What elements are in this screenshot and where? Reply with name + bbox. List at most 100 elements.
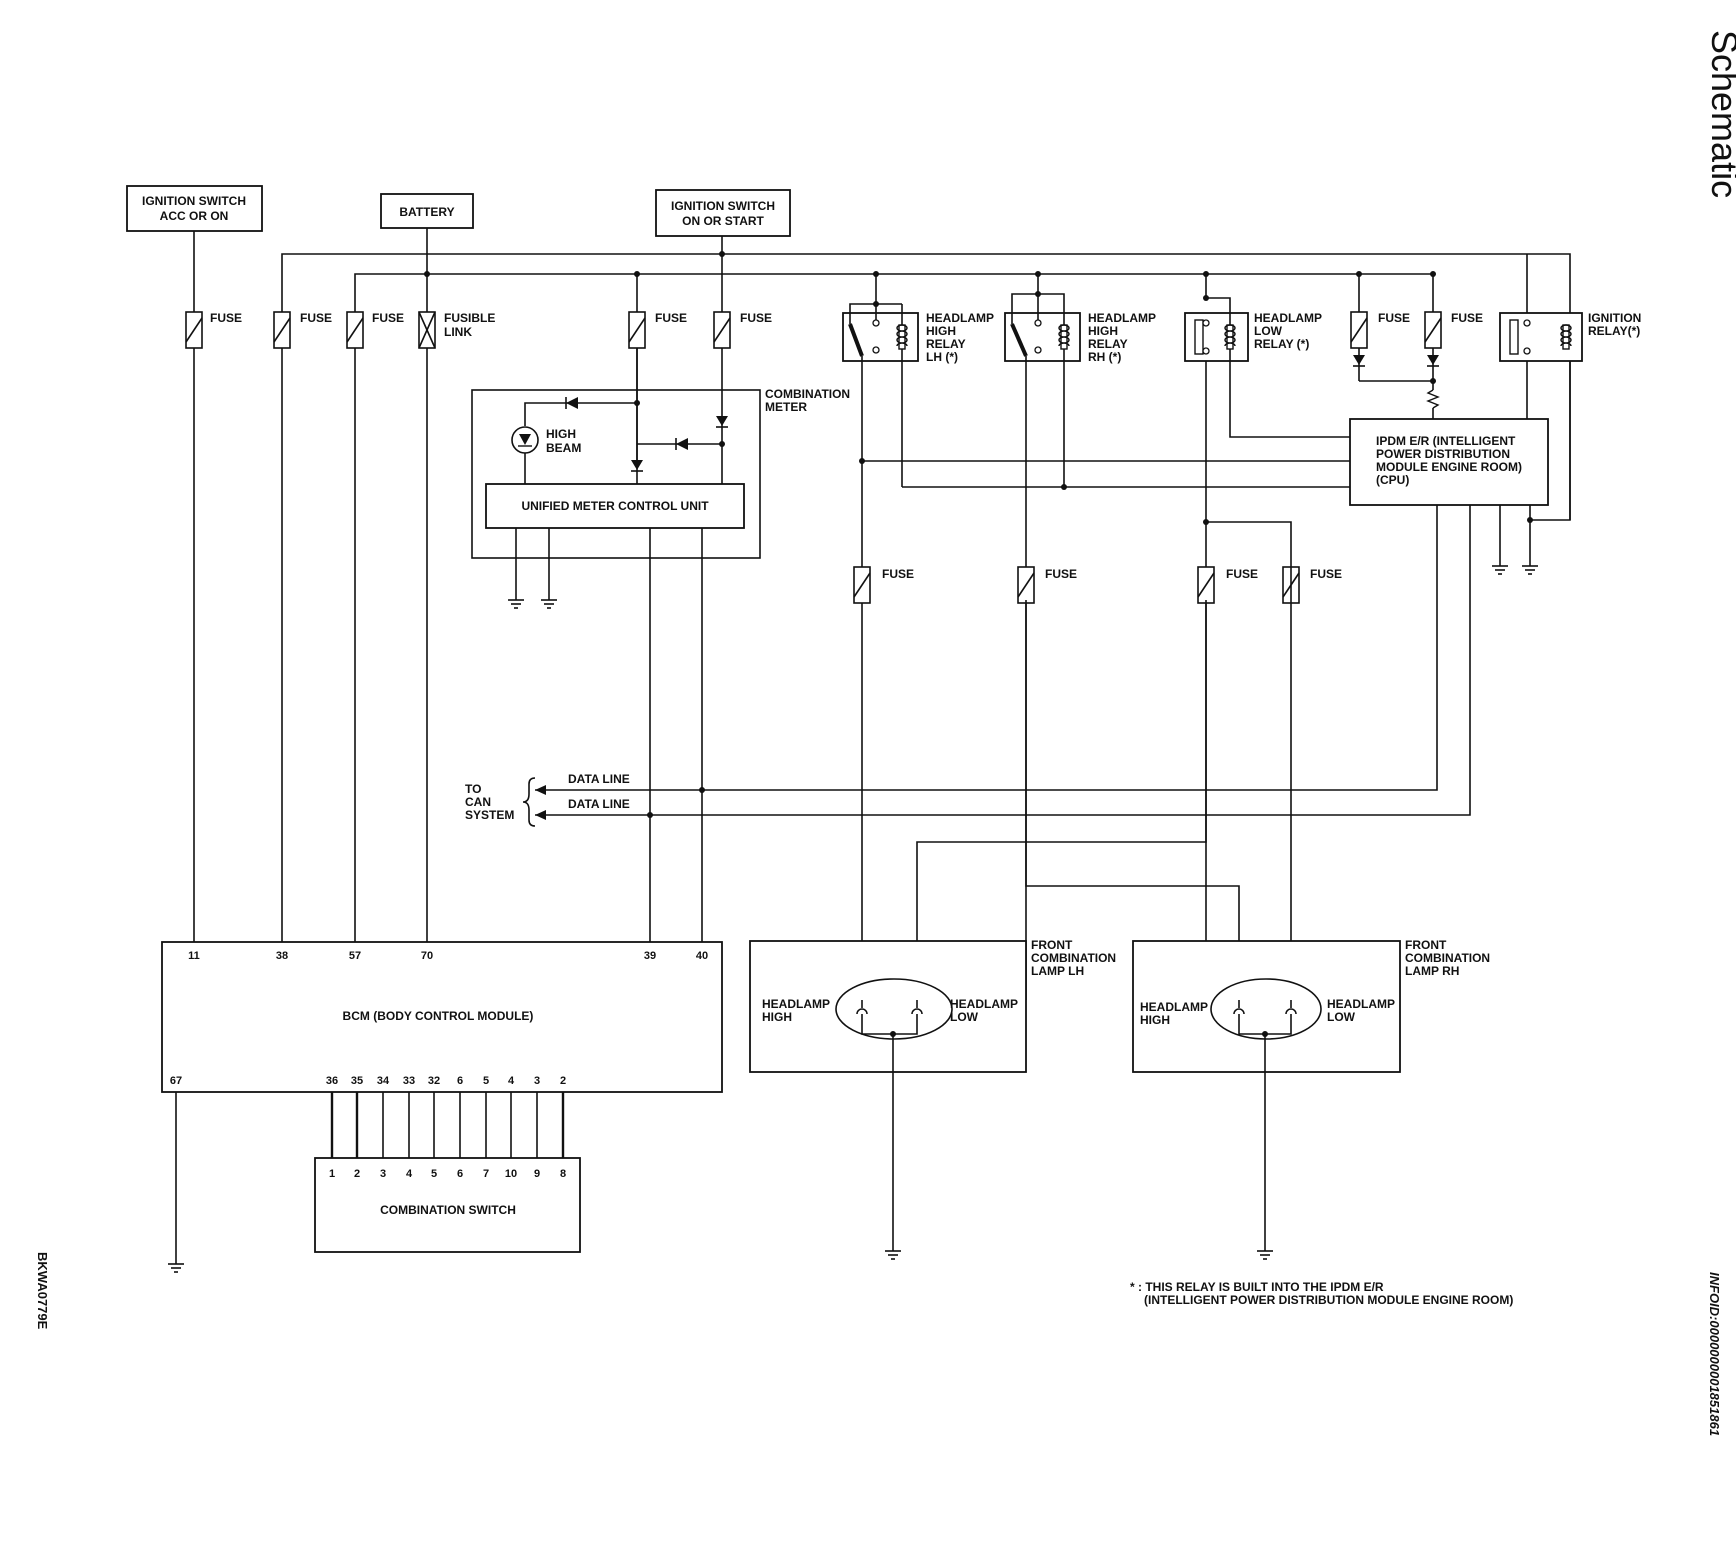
svg-text:38: 38 [276, 950, 288, 962]
svg-text:FUSE: FUSE [882, 567, 914, 581]
svg-text:HEADLAMP: HEADLAMP [950, 997, 1018, 1011]
svg-text:HIGH: HIGH [546, 427, 576, 441]
svg-text:RELAY: RELAY [1088, 337, 1128, 351]
svg-text:10: 10 [505, 1168, 517, 1180]
headlamp-bulb-rh-icon [1210, 978, 1322, 1040]
svg-text:FUSE: FUSE [655, 311, 687, 325]
headlamp-bulb-lh-icon [835, 978, 953, 1040]
ipdm-er-module: IPDM E/R (INTELLIGENT POWER DISTRIBUTION… [1349, 418, 1549, 506]
svg-text:1: 1 [329, 1168, 335, 1180]
svg-text:* : THIS RELAY IS BUILT INTO T: * : THIS RELAY IS BUILT INTO THE IPDM E/… [1130, 1280, 1384, 1294]
fuse-lh-high: FUSE [853, 566, 914, 604]
svg-text:8: 8 [560, 1168, 566, 1180]
switch-harness [330, 1092, 565, 1158]
svg-text:9: 9 [534, 1168, 540, 1180]
svg-text:FRONT: FRONT [1031, 938, 1073, 952]
svg-text:FUSE: FUSE [300, 311, 332, 325]
svg-text:RELAY (*): RELAY (*) [1254, 337, 1309, 351]
svg-text:FUSE: FUSE [1378, 311, 1410, 325]
svg-text:6: 6 [457, 1168, 463, 1180]
svg-text:HEADLAMP: HEADLAMP [1088, 311, 1156, 325]
unified-meter-control-unit: UNIFIED METER CONTROL UNIT [521, 499, 709, 513]
document-id: INFOID:0000000001851861 [1707, 1272, 1722, 1436]
svg-text:MODULE ENGINE ROOM): MODULE ENGINE ROOM) [1376, 460, 1522, 474]
svg-text:LOW: LOW [1254, 324, 1283, 338]
front-combination-lamp-lh: FRONT COMBINATION LAMP LH HEADLAMP HIGH … [749, 938, 1116, 1260]
svg-text:HIGH: HIGH [1088, 324, 1118, 338]
svg-text:40: 40 [696, 950, 708, 962]
svg-text:32: 32 [428, 1075, 440, 1087]
svg-text:SYSTEM: SYSTEM [465, 808, 514, 822]
svg-text:HIGH: HIGH [926, 324, 956, 338]
svg-text:BATTERY: BATTERY [399, 205, 454, 219]
svg-text:TO: TO [465, 782, 481, 796]
combination-switch: COMBINATION SWITCH 1 2 3 4 5 6 7 10 9 8 [314, 1157, 581, 1253]
svg-text:67: 67 [170, 1075, 182, 1087]
svg-text:HIGH: HIGH [762, 1010, 792, 1024]
svg-text:FUSE: FUSE [740, 311, 772, 325]
svg-text:5: 5 [483, 1075, 489, 1087]
svg-text:COMBINATION SWITCH: COMBINATION SWITCH [380, 1203, 516, 1217]
svg-text:FRONT: FRONT [1405, 938, 1447, 952]
fuse-rh-high: FUSE [1017, 566, 1077, 604]
svg-text:FUSE: FUSE [372, 311, 404, 325]
svg-text:COMBINATION: COMBINATION [1031, 951, 1116, 965]
can-data-lines: DATA LINE DATA LINE TO CAN SYSTEM [465, 772, 630, 827]
svg-text:COMBINATION: COMBINATION [765, 387, 850, 401]
svg-text:CAN: CAN [465, 795, 491, 809]
svg-text:HEADLAMP: HEADLAMP [1327, 997, 1395, 1011]
svg-text:METER: METER [765, 400, 807, 414]
svg-text:FUSE: FUSE [1226, 567, 1258, 581]
page-title: Schematic [1704, 30, 1736, 198]
svg-text:IGNITION: IGNITION [1588, 311, 1641, 325]
svg-text:RELAY(*): RELAY(*) [1588, 324, 1640, 338]
svg-text:36: 36 [326, 1075, 338, 1087]
svg-text:BEAM: BEAM [546, 441, 581, 455]
fuse-meter-ign: FUSE [713, 311, 772, 349]
svg-text:5: 5 [431, 1168, 437, 1180]
fuse-ipdm-2: FUSE [1424, 311, 1483, 349]
svg-text:DATA LINE: DATA LINE [568, 797, 630, 811]
svg-text:57: 57 [349, 950, 361, 962]
headlamp-high-relay-rh: HEADLAMP HIGH RELAY RH (*) [1004, 291, 1156, 1000]
headlamp-high-relay-lh: HEADLAMP HIGH RELAY LH (*) [842, 301, 994, 1000]
relay-footnote: * : THIS RELAY IS BUILT INTO THE IPDM E/… [1130, 1280, 1513, 1307]
fuse-57: FUSE [346, 311, 404, 349]
svg-text:34: 34 [377, 1075, 390, 1087]
svg-text:DATA LINE: DATA LINE [568, 772, 630, 786]
svg-text:HEADLAMP: HEADLAMP [1254, 311, 1322, 325]
svg-text:4: 4 [508, 1075, 515, 1087]
svg-text:(CPU): (CPU) [1376, 473, 1409, 487]
svg-text:BCM (BODY CONTROL MODULE): BCM (BODY CONTROL MODULE) [343, 1009, 534, 1023]
fuse-38: FUSE [273, 311, 332, 349]
fusible-link: FUSIBLE LINK [418, 311, 495, 349]
svg-text:HEADLAMP: HEADLAMP [926, 311, 994, 325]
svg-text:LH (*): LH (*) [926, 350, 958, 364]
svg-text:RELAY: RELAY [926, 337, 966, 351]
ignition-relay: IGNITION RELAY(*) [1499, 311, 1641, 520]
svg-text:LAMP LH: LAMP LH [1031, 964, 1084, 978]
ignition-switch-on-start-box: IGNITION SWITCH ON OR START [655, 189, 791, 237]
svg-text:6: 6 [457, 1075, 463, 1087]
svg-text:(INTELLIGENT POWER DISTRIBUTIO: (INTELLIGENT POWER DISTRIBUTION MODULE E… [1144, 1293, 1513, 1307]
bus-wiring [193, 228, 1571, 942]
svg-text:ON OR START: ON OR START [682, 214, 764, 228]
ipdm-diode-network [1352, 348, 1440, 419]
svg-text:RH (*): RH (*) [1088, 350, 1121, 364]
svg-text:3: 3 [380, 1168, 386, 1180]
svg-text:POWER DISTRIBUTION: POWER DISTRIBUTION [1376, 447, 1510, 461]
svg-text:39: 39 [644, 950, 656, 962]
svg-text:LINK: LINK [444, 325, 472, 339]
svg-text:HEADLAMP: HEADLAMP [1140, 1000, 1208, 1014]
combination-meter: COMBINATION METER HIGH BEAM UNIFIED METE… [471, 348, 850, 942]
svg-text:7: 7 [483, 1168, 489, 1180]
svg-text:IGNITION SWITCH: IGNITION SWITCH [671, 199, 775, 213]
svg-text:FUSE: FUSE [1451, 311, 1483, 325]
fuse-acc-11: FUSE [185, 311, 242, 349]
ignition-switch-acc-on-box: IGNITION SWITCH ACC OR ON [126, 185, 263, 232]
front-combination-lamp-rh: FRONT COMBINATION LAMP RH HEADLAMP HIGH … [1132, 938, 1490, 1260]
svg-text:FUSE: FUSE [1310, 567, 1342, 581]
svg-text:COMBINATION: COMBINATION [1405, 951, 1490, 965]
svg-text:3: 3 [534, 1075, 540, 1087]
svg-text:IGNITION SWITCH: IGNITION SWITCH [142, 194, 246, 208]
